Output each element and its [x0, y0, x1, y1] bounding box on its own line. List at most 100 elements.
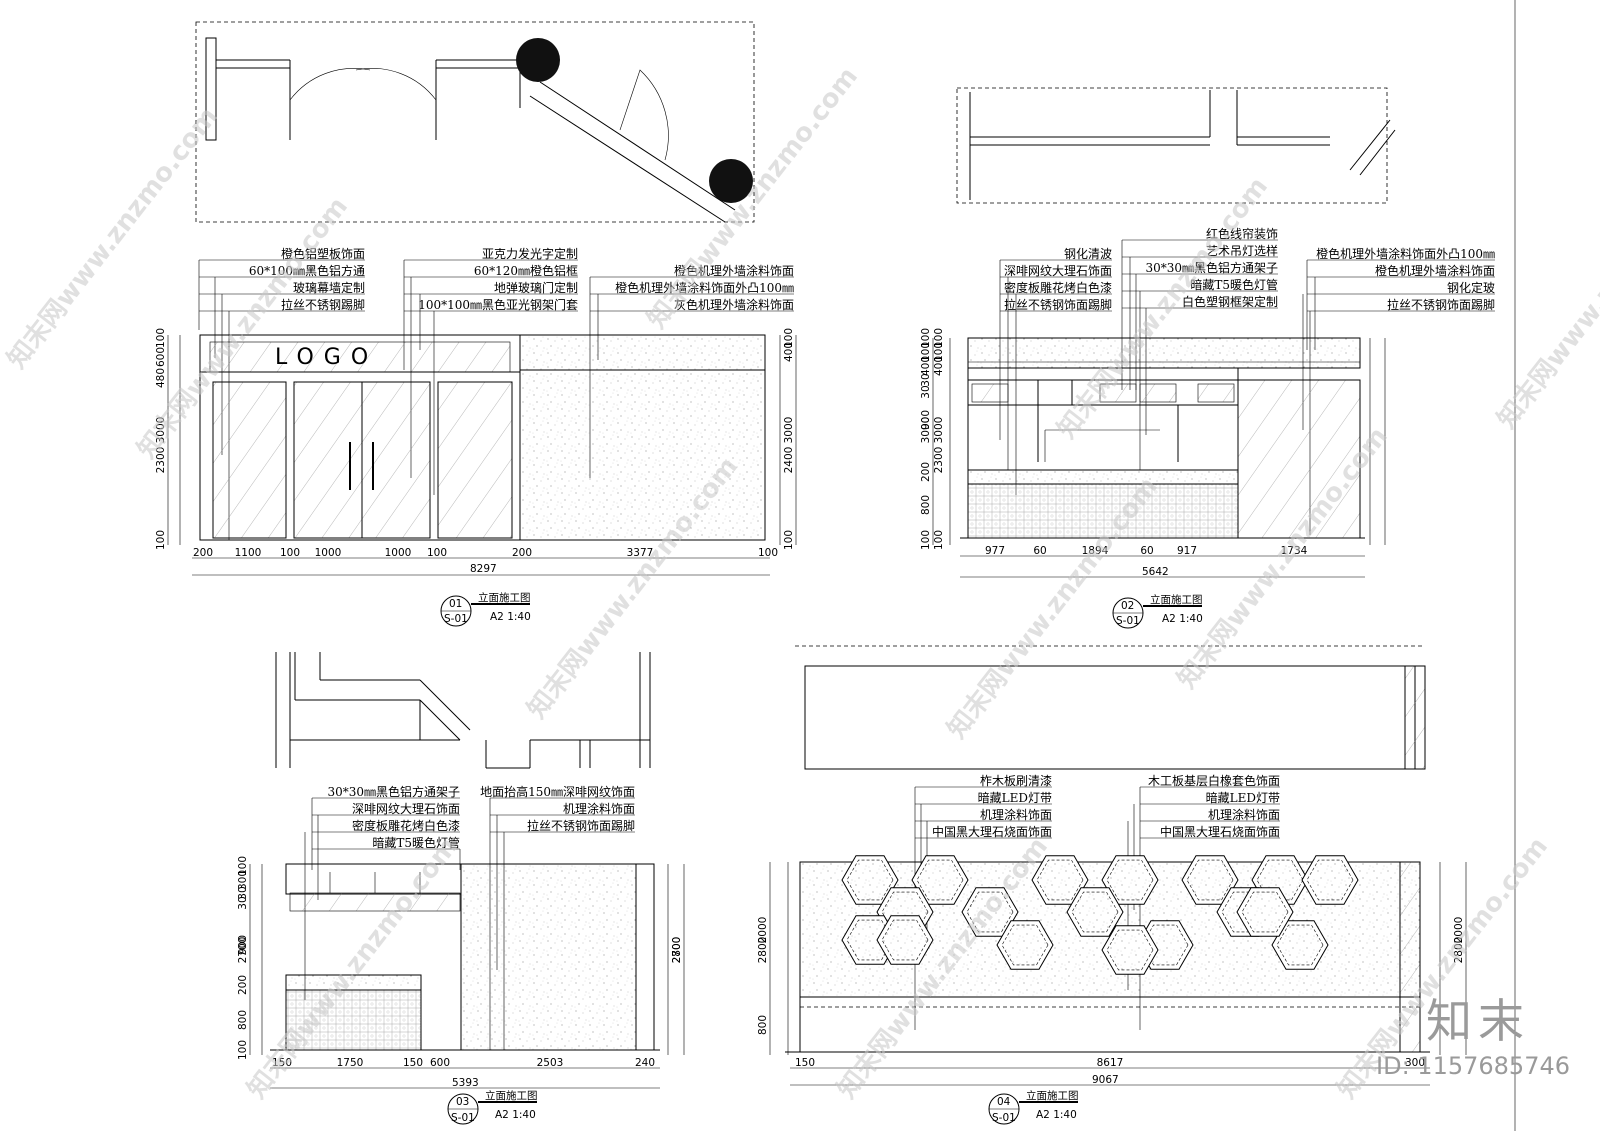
note-label: 橙色铝塑板饰面	[281, 246, 365, 261]
title-text-04: 立面施工图	[1026, 1089, 1079, 1102]
note-label: 木工板基层白橡套色饰面	[1148, 773, 1280, 788]
dim-label: 300	[237, 870, 249, 890]
dim-label: 100	[237, 1040, 249, 1060]
hexagon-inner	[846, 919, 894, 961]
dim-label: 8617	[1097, 1057, 1124, 1069]
note-label: 30*30㎜黑色铝方通架子	[327, 784, 460, 799]
dim-label: 100	[933, 342, 945, 362]
dim-label: 2400	[783, 447, 795, 474]
note-label: 100*100㎜黑色亚光钢架门套	[418, 297, 578, 312]
dim-label: 977	[985, 545, 1005, 557]
title-sheet-02: S-01	[1116, 615, 1140, 627]
note-label: 钢化清波	[1064, 247, 1112, 261]
brand-logo: 知末	[1426, 994, 1530, 1048]
dim-label: 30	[237, 896, 249, 909]
dim-label: 60	[1140, 545, 1153, 557]
dim-label: 100	[920, 342, 932, 362]
title-text-01: 立面施工图	[478, 591, 531, 604]
drawing-02: 钢化清波深啡网纹大理石饰面密度板雕花烤白色漆拉丝不锈钢饰面踢脚红色线帘装饰艺术吊…	[920, 87, 1495, 629]
dim-label: 800	[920, 495, 932, 515]
dim-label: 100	[920, 328, 932, 348]
note-label: 60*100㎜黑色铝方通	[249, 263, 365, 278]
note-label: 30*30㎜黑色铝方通架子	[1145, 260, 1278, 275]
note-label: 柞木板刷清漆	[980, 773, 1052, 788]
note-label: 拉丝不锈钢踢脚	[281, 297, 365, 312]
hexagon-inner	[846, 859, 894, 901]
note-label: 灰色机理外墙涂料饰面	[674, 297, 794, 312]
dim-label: 100	[933, 530, 945, 550]
dim-label: 100	[758, 547, 778, 559]
watermark-text: 知末网www.znzmo.com	[2, 102, 224, 374]
title-sheet-04: S-01	[992, 1112, 1016, 1124]
title-sheet-01: S-01	[444, 613, 468, 625]
hexagon-inner	[1106, 859, 1154, 901]
total-02: 5642	[1142, 566, 1169, 578]
dim-label: 3377	[627, 547, 654, 559]
note-label: 拉丝不锈钢饰面踢脚	[1387, 297, 1495, 312]
dim-label: 3000	[933, 417, 945, 444]
hexagon-inner	[1186, 859, 1234, 901]
dim-label: 30	[920, 385, 932, 398]
dim-label: 3000	[783, 417, 795, 444]
hexagon-inner	[1036, 859, 1084, 901]
elevation-01: LOGO	[199, 334, 766, 541]
dim-label: 2700	[237, 937, 249, 964]
dim-label: 2300	[155, 447, 167, 474]
plan-04	[795, 645, 1426, 770]
dim-label: 150	[403, 1057, 423, 1069]
elevation-03	[270, 863, 660, 1051]
dim-label: 100	[920, 530, 932, 550]
hexagon-inner	[1106, 929, 1154, 971]
dim-label: 200	[920, 462, 932, 482]
title-03: 03 S-01 立面施工图 A2 1:40	[447, 1089, 538, 1125]
title-text-03: 立面施工图	[485, 1089, 538, 1102]
dim-label: 100	[155, 530, 167, 550]
dim-label: 600	[155, 347, 167, 367]
drawing-03: 30*30㎜黑色铝方通架子深啡网纹大理石饰面密度板雕花烤白色漆暗藏T5暖色灯管地…	[237, 652, 685, 1125]
notes-04: 柞木板刷清漆暗藏LED灯带机理涂料饰面中国黑大理石烧面饰面木工板基层白橡套色饰面…	[914, 773, 1280, 1030]
dim-label: 200	[512, 547, 532, 559]
title-04: 04 S-01 立面施工图 A2 1:40	[988, 1089, 1079, 1125]
dim-label: 150	[272, 1057, 292, 1069]
dim-label: 400	[933, 356, 945, 376]
total-04: 9067	[1092, 1074, 1119, 1086]
note-label: 暗藏T5暖色灯管	[1190, 277, 1278, 292]
total-01: 8297	[470, 563, 497, 575]
note-label: 钢化定玻	[1447, 280, 1495, 295]
note-label: 橙色机理外墙涂料饰面外凸100㎜	[1316, 246, 1495, 261]
dim-label: 1000	[315, 547, 342, 559]
title-num-04: 04	[997, 1096, 1011, 1108]
note-label: 橙色机理外墙涂料饰面	[674, 263, 794, 278]
note-label: 拉丝不锈钢饰面踢脚	[527, 818, 635, 833]
dim-label: 1734	[1281, 545, 1308, 557]
note-label: 地面抬高150㎜深啡网纹饰面	[480, 784, 635, 799]
note-label: 亚克力发光字定制	[482, 246, 578, 261]
note-label: 白色塑钢框架定制	[1182, 294, 1278, 309]
elevation-02	[960, 337, 1365, 539]
plan-03	[275, 652, 651, 769]
dim-label: 2800	[757, 937, 769, 964]
note-label: 拉丝不锈钢饰面踢脚	[1004, 297, 1112, 312]
note-label: 橙色机理外墙涂料饰面	[1375, 263, 1495, 278]
dim-label: 100	[280, 547, 300, 559]
note-label: 机理涂料饰面	[1208, 807, 1280, 822]
total-03: 5393	[452, 1077, 479, 1089]
note-label: 玻璃幕墙定制	[293, 280, 365, 295]
note-label: 艺术吊灯选样	[1206, 243, 1278, 258]
title-num-03: 03	[456, 1096, 469, 1108]
dim-label: 100	[237, 856, 249, 876]
image-id: ID: 1157685746	[1376, 1052, 1570, 1080]
drawing-04: 柞木板刷清漆暗藏LED灯带机理涂料饰面中国黑大理石烧面饰面木工板基层白橡套色饰面…	[757, 645, 1467, 1125]
note-label: 密度板雕花烤白色漆	[1004, 280, 1112, 295]
dim-label: 1750	[337, 1057, 364, 1069]
dim-label: 240	[635, 1057, 655, 1069]
dim-label: 600	[430, 1057, 450, 1069]
note-label: 暗藏T5暖色灯管	[372, 835, 460, 850]
dim-label: 800	[237, 1010, 249, 1030]
dim-label: 1894	[1082, 545, 1109, 557]
dim-label: 480	[155, 368, 167, 388]
hexagon-inner	[1276, 924, 1324, 966]
